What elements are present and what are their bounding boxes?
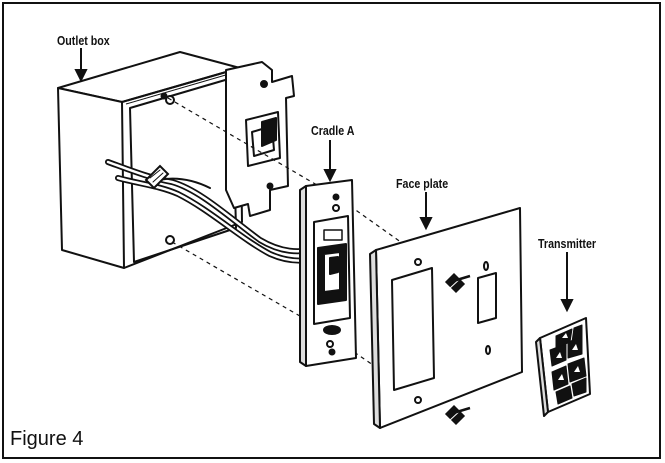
face-plate <box>369 207 523 429</box>
figure-frame <box>2 2 661 459</box>
cradle-a <box>299 179 357 367</box>
figure-caption: Figure 4 <box>10 428 84 450</box>
wires <box>105 159 321 264</box>
outlet-box-label: Outlet box <box>57 33 110 48</box>
outlet-box <box>57 51 243 269</box>
label-arrows <box>74 48 574 313</box>
face-plate-label: Face plate <box>396 176 449 191</box>
transmitter-label: Transmitter <box>538 236 597 251</box>
transmitter <box>535 317 591 417</box>
screw-bottom <box>444 404 471 426</box>
screw-top <box>444 272 471 294</box>
cradle-a-label: Cradle A <box>311 123 355 138</box>
old-wall-switch <box>225 61 295 217</box>
